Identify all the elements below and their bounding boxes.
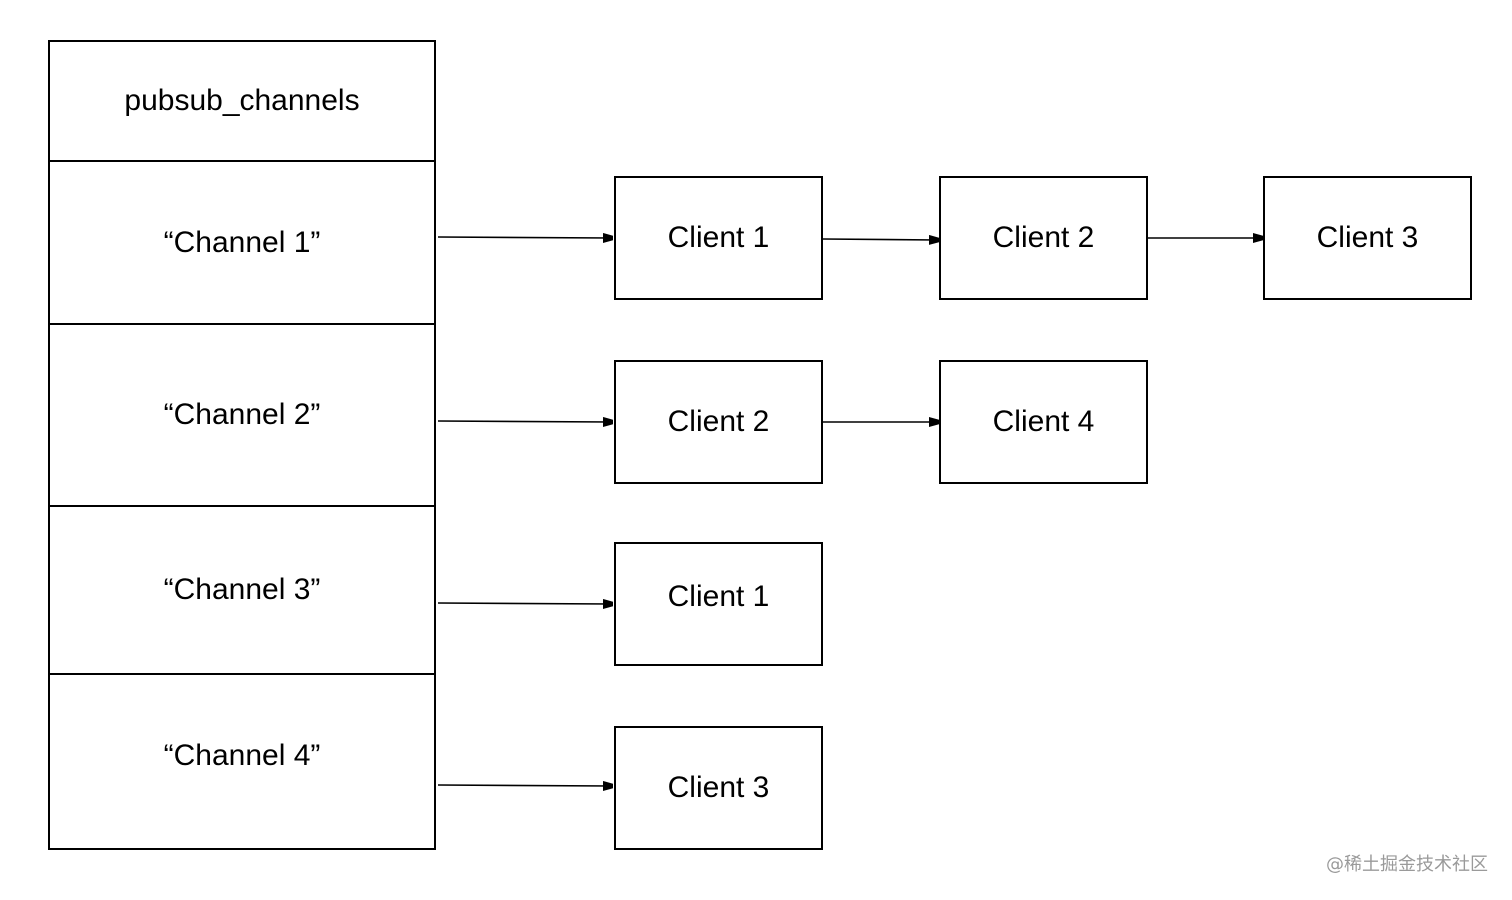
client-node: Client 1 [614, 542, 823, 666]
channel-cell-1: “Channel 1” [50, 160, 434, 323]
pubsub-channels-table: pubsub_channels “Channel 1” “Channel 2” … [48, 40, 436, 850]
arrow-channel3-to-client1 [437, 603, 612, 604]
arrow-channel2-to-client2 [437, 421, 612, 422]
client-node: Client 2 [614, 360, 823, 484]
arrow-channel4-to-client3 [437, 785, 612, 786]
client-node: Client 3 [614, 726, 823, 850]
table-header: pubsub_channels [124, 84, 360, 117]
arrow-channel1-to-client1 [437, 237, 612, 238]
watermark: @稀土掘金技术社区 [1326, 854, 1488, 875]
arrow-client1-to-client2 [822, 239, 938, 240]
client-node: Client 1 [614, 176, 823, 300]
channel-cell-4: “Channel 4” [50, 673, 434, 848]
channel-cell-2: “Channel 2” [50, 323, 434, 505]
client-node: Client 4 [939, 360, 1148, 484]
client-node: Client 3 [1263, 176, 1472, 300]
channel-cell-3: “Channel 3” [50, 505, 434, 673]
client-node: Client 2 [939, 176, 1148, 300]
